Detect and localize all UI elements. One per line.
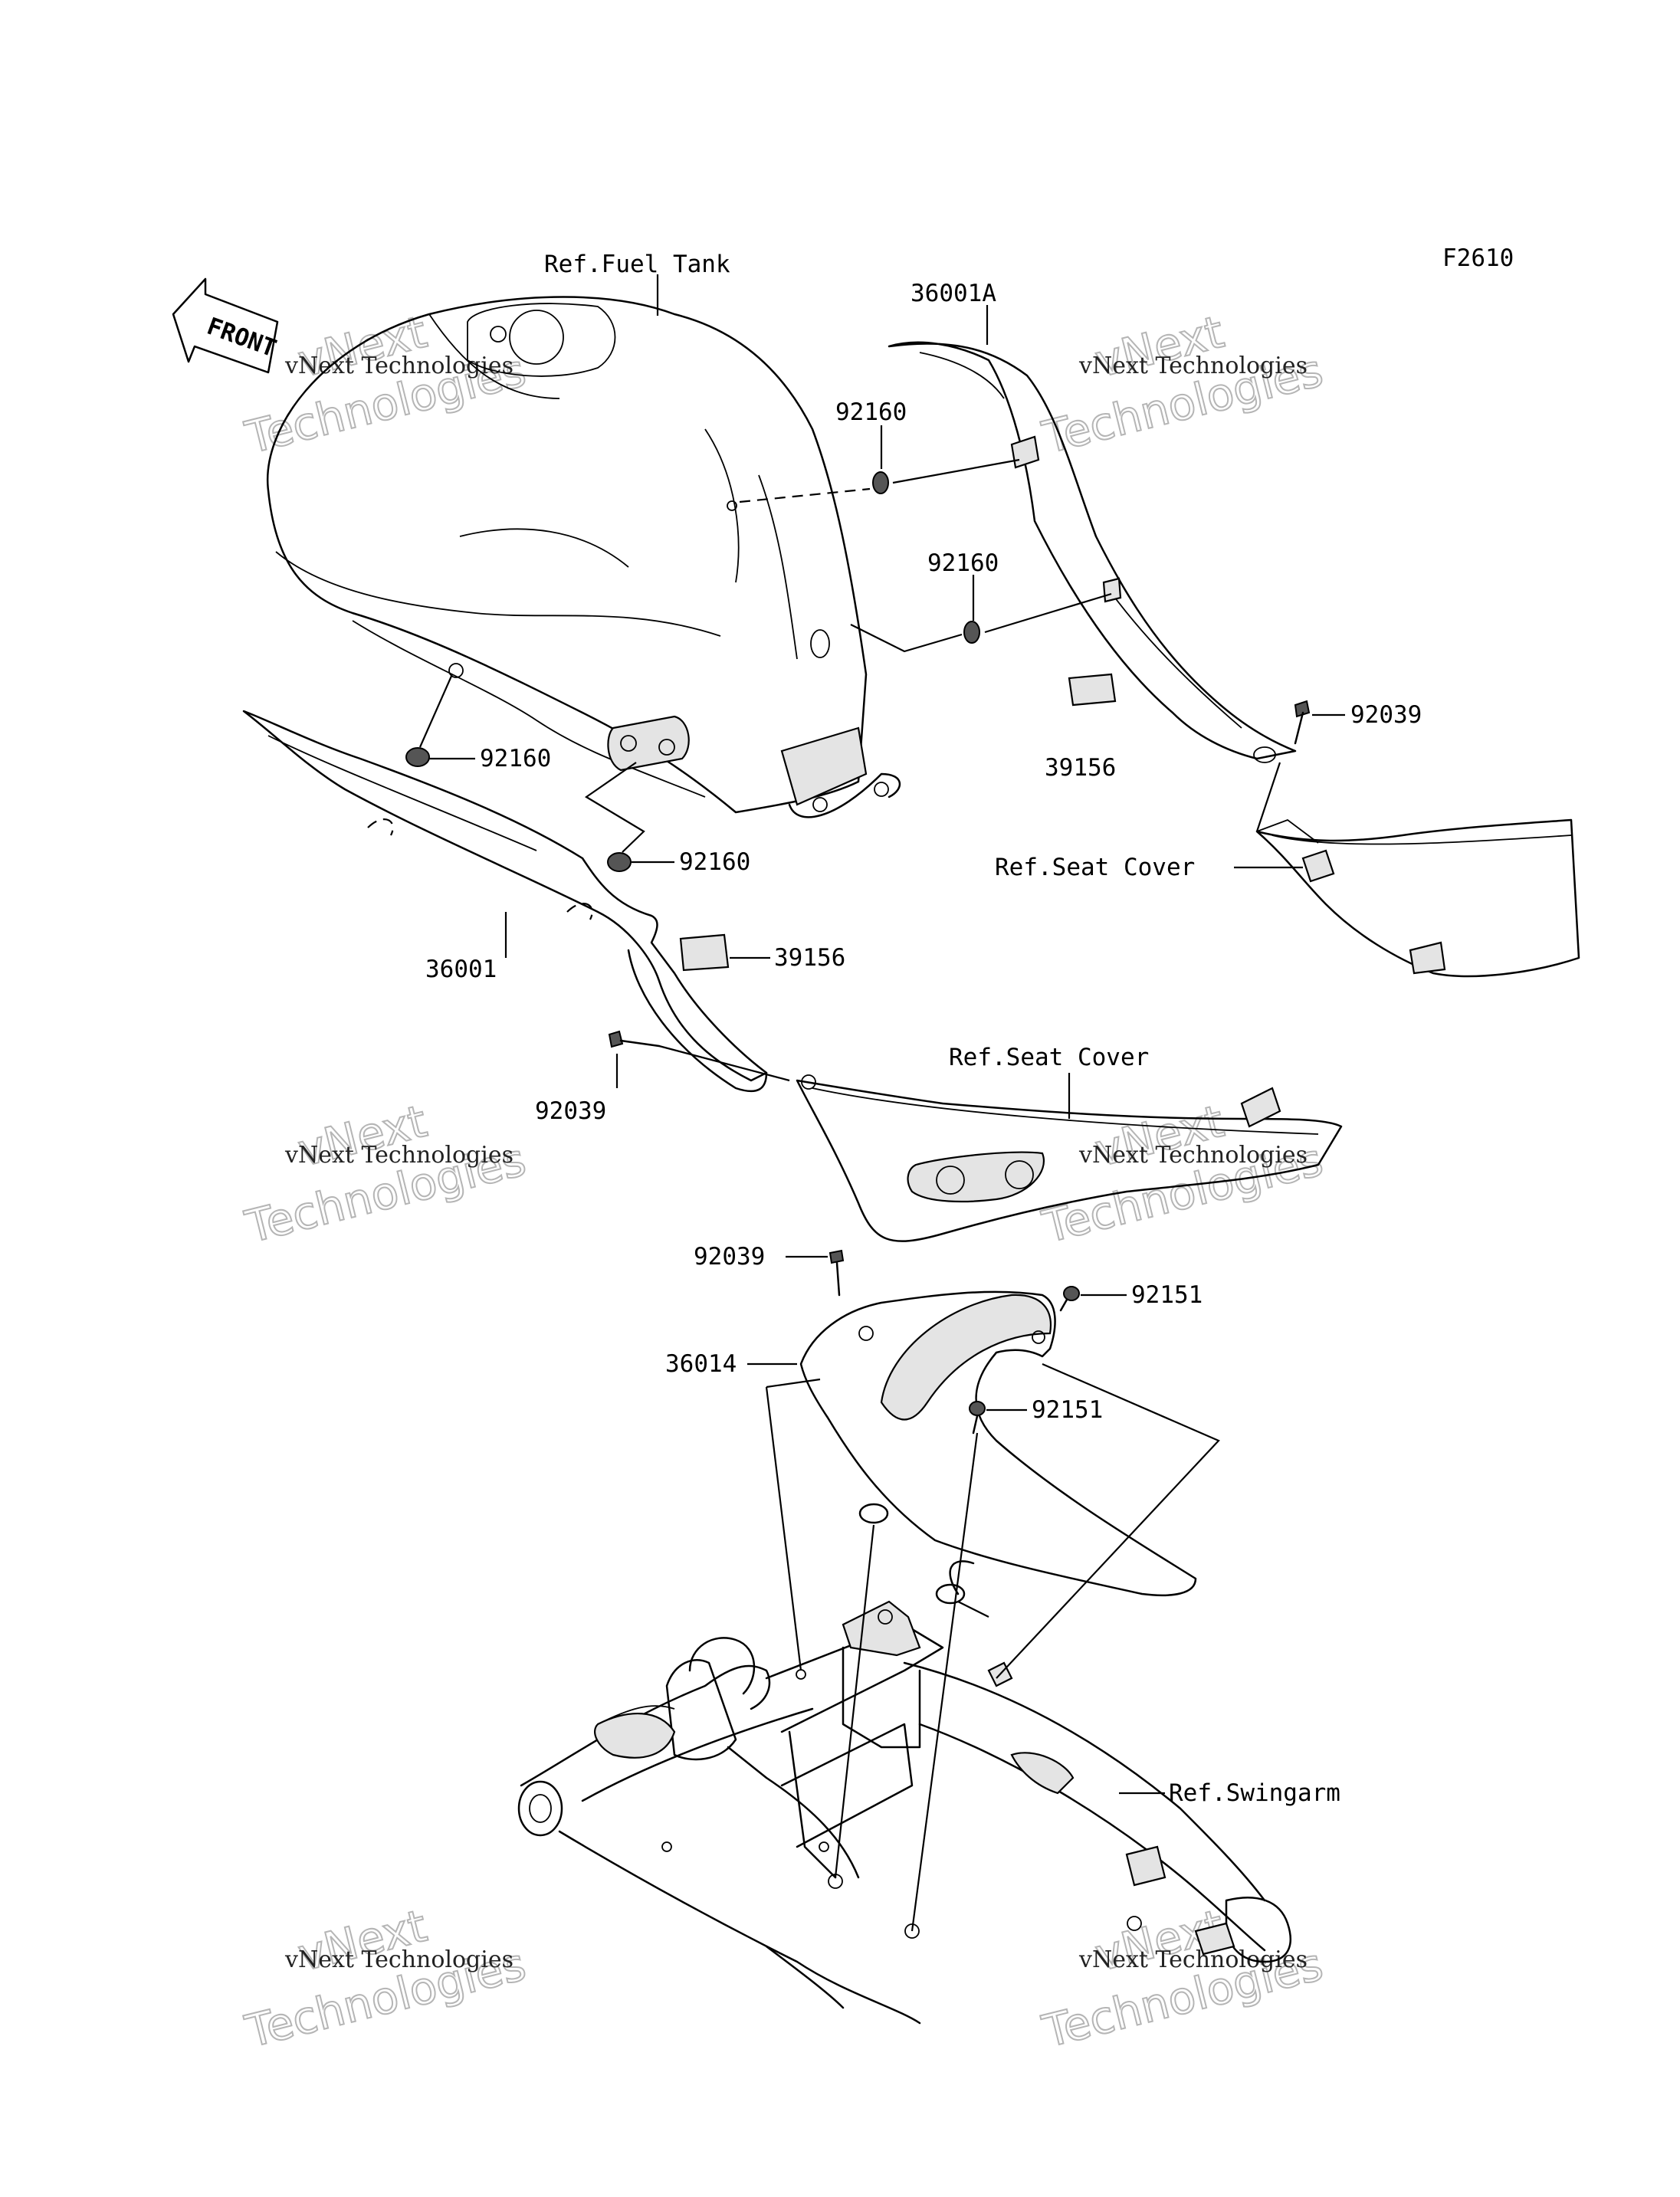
part-92039-b-label: 92039 xyxy=(535,1097,606,1125)
watermark-text-top-left: vNext Technologies xyxy=(284,353,514,379)
watermark-text-bottom-left: vNext Technologies xyxy=(284,1946,514,1973)
part-92151-b-label: 92151 xyxy=(1032,1396,1103,1424)
watermark-text-top-right: vNext Technologies xyxy=(1078,353,1308,379)
grommet-92160-b xyxy=(963,621,980,644)
part-36001A-label: 36001A xyxy=(911,280,996,307)
grommet-92160-c xyxy=(405,747,430,767)
part-92151-a-label: 92151 xyxy=(1131,1281,1203,1309)
part-92160-b-label: 92160 xyxy=(927,549,999,577)
bolt-92151-b xyxy=(969,1401,986,1435)
part-92160-a-label: 92160 xyxy=(835,398,907,426)
part-92039-a-label: 92039 xyxy=(1350,701,1422,729)
diagram-code: F2610 xyxy=(1442,244,1514,272)
part-92160-d-label: 92160 xyxy=(679,848,750,876)
watermark-text-mid-right: vNext Technologies xyxy=(1078,1142,1308,1169)
bolt-92039-a xyxy=(1294,700,1311,745)
bolt-92039-c xyxy=(829,1249,845,1297)
ref-swingarm-label: Ref.Swingarm xyxy=(1169,1779,1340,1807)
ref-seat-cover-right-label: Ref.Seat Cover xyxy=(995,854,1195,881)
part-39156-b-label: 39156 xyxy=(774,944,845,972)
seat-cover-lower xyxy=(796,1074,1343,1242)
fuel-tank xyxy=(266,296,901,818)
pad-39156-a xyxy=(1068,673,1117,707)
part-92160-c-label: 92160 xyxy=(480,745,551,772)
grommet-92160-d xyxy=(607,852,632,872)
bolt-92151-a xyxy=(1059,1286,1080,1312)
part-36014-label: 36014 xyxy=(665,1350,737,1378)
swingarm xyxy=(517,1600,1291,2025)
front-arrow-icon: FRONT xyxy=(172,277,280,374)
bolt-92039-b xyxy=(608,1030,661,1048)
watermark-text-mid-left: vNext Technologies xyxy=(284,1142,514,1169)
seat-cover-right xyxy=(1255,818,1580,978)
part-36001-label: 36001 xyxy=(425,956,497,983)
watermark-text-bottom-right: vNext Technologies xyxy=(1078,1946,1308,1973)
grommet-92160-a xyxy=(872,471,889,494)
side-cover-36001 xyxy=(242,710,768,1093)
rear-fender-36014 xyxy=(799,1290,1197,1605)
part-92039-c-label: 92039 xyxy=(694,1243,765,1271)
ref-fuel-tank-label: Ref.Fuel Tank xyxy=(544,251,730,278)
pad-39156-b xyxy=(679,933,730,972)
ref-seat-cover-lower-label: Ref.Seat Cover xyxy=(949,1044,1149,1071)
part-39156-a-label: 39156 xyxy=(1045,754,1116,782)
